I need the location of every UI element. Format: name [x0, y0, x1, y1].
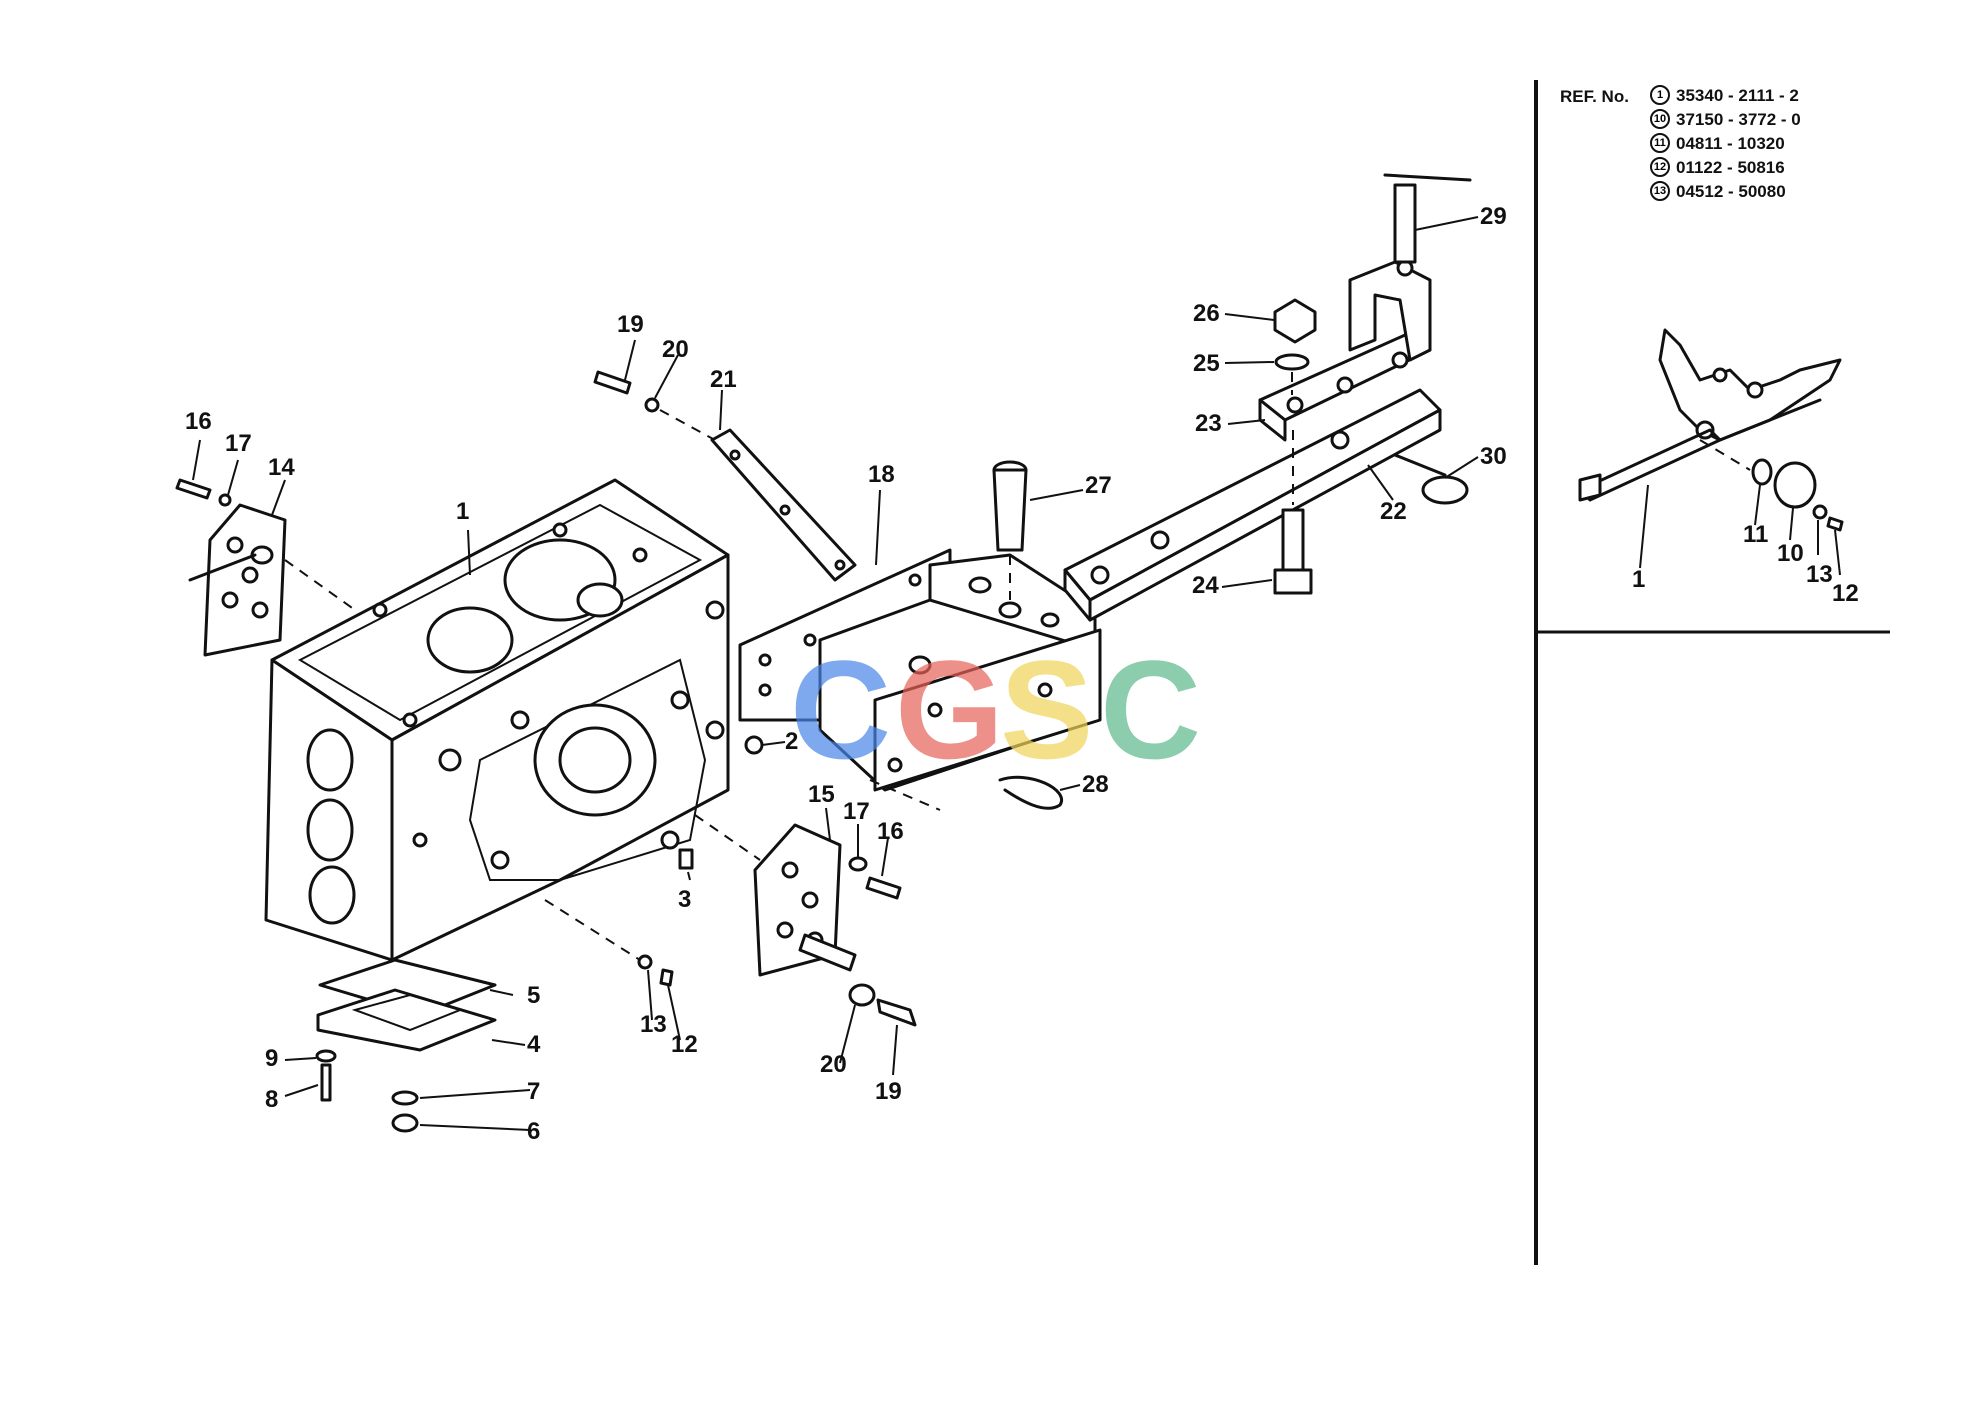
inset-callout-13: 13 [1806, 561, 1833, 588]
watermark-text: C [1100, 631, 1202, 788]
callout-3: 3 [678, 886, 692, 913]
rod-29 [1383, 173, 1472, 264]
bolt-19-20-lower [848, 983, 917, 1027]
inset-callout-11: 11 [1743, 521, 1769, 548]
inset-callout-12: 12 [1832, 580, 1859, 607]
ref-number: 04811 - 10320 [1676, 133, 1785, 153]
callout-16-left: 16 [185, 408, 212, 435]
ref-row: 12 01122 - 50816 [1650, 157, 1785, 177]
bolt-19-20-upper [593, 370, 716, 441]
callout-19-upper: 19 [617, 311, 644, 338]
clip-28 [998, 775, 1064, 810]
callout-30: 30 [1480, 443, 1507, 470]
callout-4: 4 [527, 1031, 541, 1058]
ref-row: 1 35340 - 2111 - 2 [1650, 85, 1799, 105]
watermark-text: S [1000, 631, 1094, 788]
bracket-23 [1258, 259, 1432, 442]
callout-8: 8 [265, 1086, 279, 1113]
pin-27 [992, 460, 1028, 600]
callout-17-left: 17 [225, 430, 252, 457]
watermark-text: C [790, 631, 892, 788]
watermark-text: G [895, 631, 1004, 788]
callout-29: 29 [1480, 203, 1507, 230]
watermark-letter-1: C [790, 640, 891, 780]
watermark-letter-4: C [1100, 640, 1201, 780]
bolt-16-left [175, 478, 232, 507]
ref-row: 10 37150 - 3772 - 0 [1650, 109, 1801, 129]
callout-7: 7 [527, 1078, 541, 1105]
oil-pan-assembly [315, 958, 497, 1133]
plate-left-14 [188, 503, 356, 657]
pin-30 [1393, 453, 1469, 505]
ref-mark: 11 [1650, 133, 1670, 153]
callout-25: 25 [1193, 350, 1220, 377]
transmission-case [264, 478, 730, 962]
callout-17-right: 17 [843, 798, 870, 825]
bolt-24 [1273, 430, 1313, 595]
callout-20-lower: 20 [820, 1051, 847, 1078]
callout-18: 18 [868, 461, 895, 488]
callout-19-lower: 19 [875, 1078, 902, 1105]
bracket-21 [710, 428, 857, 582]
ref-mark: 10 [1650, 109, 1670, 129]
callout-14: 14 [268, 454, 295, 481]
callout-26: 26 [1193, 300, 1220, 327]
watermark-letter-3: S [1000, 640, 1093, 780]
plug-3 [678, 848, 694, 870]
callout-2: 2 [785, 728, 799, 755]
plate-right-15 [694, 814, 902, 977]
ref-row: 11 04811 - 10320 [1650, 133, 1785, 153]
watermark-letter-2: G [895, 640, 1004, 780]
callout-9: 9 [265, 1045, 279, 1072]
callout-22: 22 [1380, 498, 1407, 525]
ref-number: 37150 - 3772 - 0 [1676, 109, 1801, 129]
callout-23: 23 [1195, 410, 1222, 437]
inset-callout-10: 10 [1777, 540, 1804, 567]
callout-20-upper: 20 [662, 336, 689, 363]
callout-15: 15 [808, 781, 835, 808]
ref-mark: 1 [1650, 85, 1670, 105]
plug-2 [744, 735, 764, 755]
drawbar-frame-18 [738, 548, 1102, 811]
callout-24: 24 [1192, 572, 1219, 599]
leader-lines [192, 216, 1841, 1131]
ref-number: 04512 - 50080 [1676, 181, 1786, 201]
ref-number: 35340 - 2111 - 2 [1676, 85, 1799, 105]
inset-case-detail [1578, 328, 1844, 532]
ref-mark: 12 [1650, 157, 1670, 177]
ref-row: 13 04512 - 50080 [1650, 181, 1786, 201]
ref-title: REF. No. [1560, 87, 1629, 106]
callout-16-right: 16 [877, 818, 904, 845]
drawbar-22 [1063, 388, 1442, 622]
callout-6: 6 [527, 1118, 541, 1145]
callout-28: 28 [1082, 771, 1109, 798]
callout-12: 12 [671, 1031, 698, 1058]
callout-21: 21 [710, 366, 737, 393]
ref-number: 01122 - 50816 [1676, 157, 1785, 177]
callout-27: 27 [1085, 472, 1112, 499]
inset-callout-1: 1 [1632, 566, 1646, 593]
callout-5: 5 [527, 982, 541, 1009]
nut-26-washer-25 [1273, 298, 1317, 395]
callout-1: 1 [456, 498, 470, 525]
callout-13: 13 [640, 1011, 667, 1038]
ref-mark: 13 [1650, 181, 1670, 201]
bolt-12-13 [544, 899, 674, 987]
